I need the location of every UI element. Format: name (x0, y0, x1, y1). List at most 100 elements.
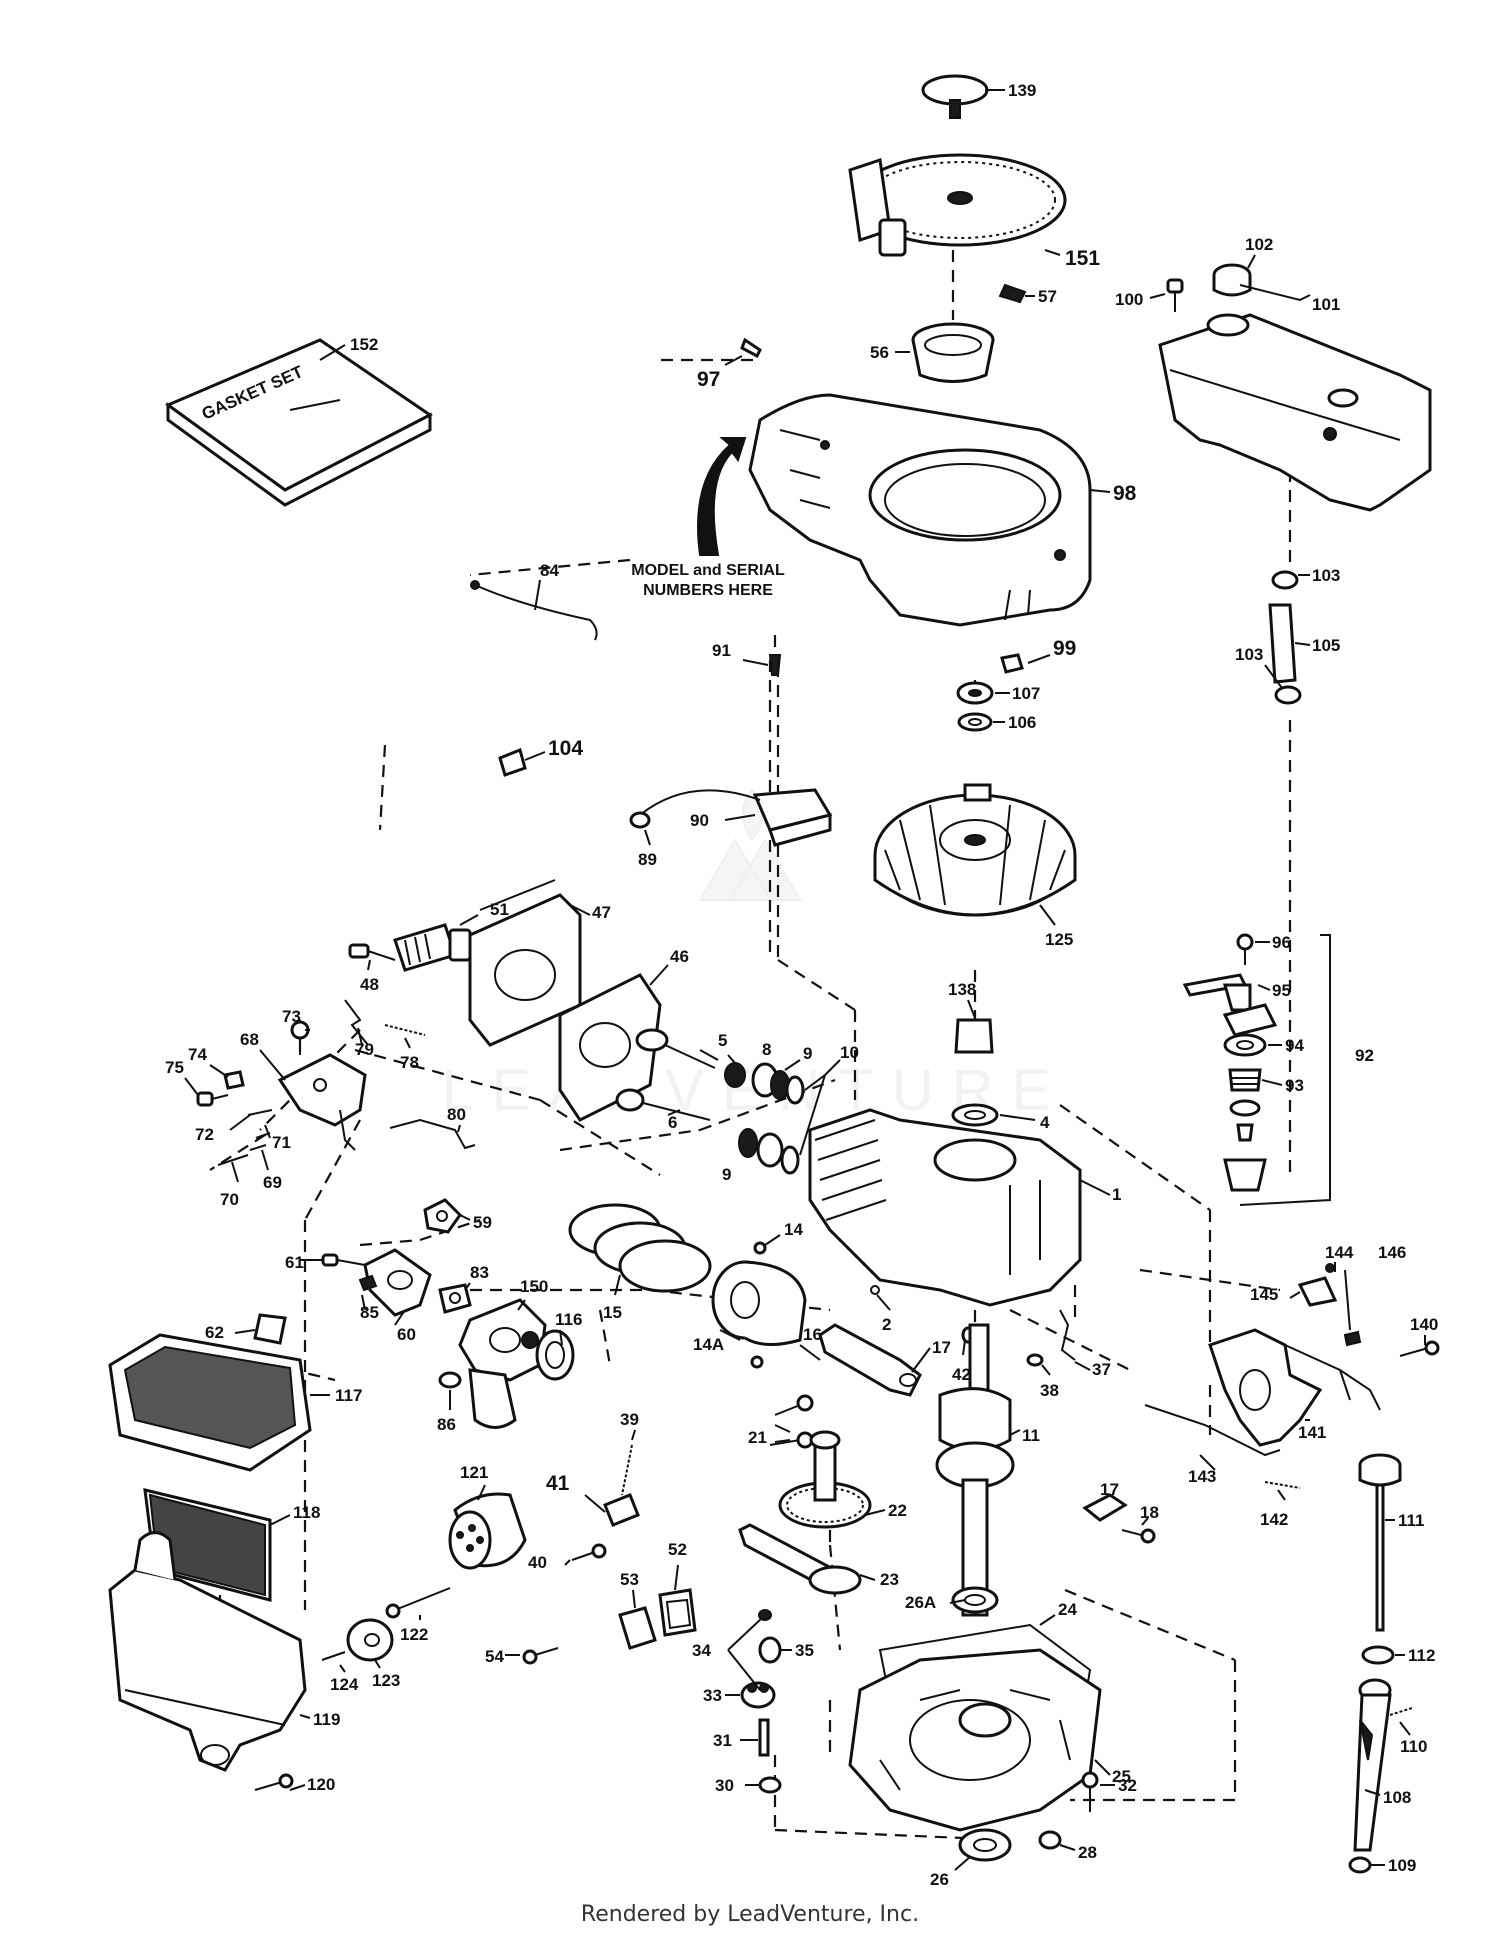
part-plug-28 (1038, 1830, 1062, 1850)
callout-15: 15 (603, 1303, 622, 1322)
part-seal-26 (958, 1828, 1012, 1862)
callout-99: 99 (1053, 637, 1076, 660)
callout-142: 142 (1260, 1510, 1288, 1529)
callout-31: 31 (713, 1731, 732, 1750)
callout-109: 109 (1388, 1856, 1416, 1875)
callout-151: 151 (1065, 247, 1100, 270)
part-governor-bracket-141 (1208, 1328, 1381, 1447)
part-cup-56 (911, 322, 995, 383)
callout-56: 56 (870, 343, 889, 362)
callout-11: 11 (1022, 1426, 1040, 1445)
part-air-cleaner-base-119 (108, 1531, 307, 1772)
callout-37: 37 (1092, 1360, 1111, 1379)
part-fuel-tank-101 (1158, 313, 1432, 512)
callout-104: 104 (548, 737, 583, 760)
part-dipstick-111 (1358, 1453, 1402, 1632)
part-screw-96 (1236, 933, 1254, 965)
part-oring-109 (1348, 1856, 1372, 1874)
part-bracket-68 (277, 1053, 367, 1151)
callout-18: 18 (1140, 1503, 1159, 1522)
callout-53: 53 (620, 1570, 639, 1589)
callout-75: 75 (165, 1058, 184, 1077)
callout-33: 33 (703, 1686, 722, 1705)
part-oil-pump-33 (740, 1681, 776, 1709)
part-rewind-starter-151 (848, 153, 1067, 257)
part-screw-72 (247, 1109, 273, 1116)
callout-150: 150 (520, 1277, 548, 1296)
part-fuel-line-105 (1268, 603, 1297, 684)
callout-4: 4 (1040, 1113, 1050, 1132)
part-screw-73 (290, 1020, 310, 1055)
callout-111: 111 (1398, 1511, 1425, 1530)
part-screw-124 (321, 1651, 346, 1661)
callout-51: 51 (490, 900, 509, 919)
callout-98: 98 (1113, 482, 1137, 505)
part-pin-clip-14A (750, 1355, 764, 1369)
part-terminal-104 (498, 747, 527, 777)
callout-80: 80 (447, 1105, 466, 1124)
part-gasket-52 (658, 1588, 697, 1637)
part-intake-60 (363, 1248, 432, 1317)
callout-107: 107 (1012, 684, 1040, 703)
part-valve-spring-9a (751, 1062, 790, 1100)
part-screw-110 (1389, 1707, 1413, 1716)
callout-139: 139 (1008, 81, 1036, 100)
callout-32: 32 (1118, 1776, 1137, 1795)
part-nut-107 (956, 681, 994, 705)
callout-25: 25 (1112, 1767, 1131, 1786)
part-fill-tube-108 (1353, 1678, 1392, 1852)
callout-22: 22 (888, 1501, 907, 1520)
part-cam-23 (738, 1523, 862, 1595)
callout-26: 26 (930, 1870, 949, 1889)
callout-39: 39 (620, 1410, 639, 1429)
part-flywheel-125 (873, 783, 1077, 917)
part-gasket-83 (438, 1283, 472, 1314)
callout-144: 144 (1325, 1243, 1354, 1262)
callout-141: 141 (1298, 1423, 1326, 1442)
part-head-gasket-46 (558, 973, 662, 1122)
callout-35: 35 (795, 1641, 814, 1660)
part-ignition-module-90 (639, 788, 833, 847)
callout-94: 94 (1285, 1036, 1304, 1055)
callout-78: 78 (400, 1053, 419, 1072)
part-retainer-10 (780, 1075, 805, 1175)
callout-79: 79 (355, 1040, 374, 1059)
part-bracket-145 (1297, 1276, 1338, 1307)
callout-52: 52 (668, 1540, 687, 1559)
part-breather-37 (1059, 1309, 1076, 1361)
callout-2: 2 (882, 1315, 891, 1334)
callout-14: 14 (784, 1220, 803, 1239)
callout-26A: 26A (905, 1593, 936, 1612)
part-spring-79 (344, 999, 369, 1046)
callout-105: 105 (1312, 636, 1340, 655)
part-connecting-rod-17 (818, 1323, 922, 1397)
callout-9a: 9 (803, 1044, 812, 1063)
part-valve-spring-9b (738, 1128, 784, 1168)
callout-86: 86 (437, 1415, 456, 1434)
part-screw-140 (1399, 1340, 1440, 1357)
part-clamp-103b (1274, 685, 1302, 705)
part-screw-75 (196, 1091, 229, 1107)
callout-57: 57 (1038, 287, 1057, 306)
callout-146: 146 (1378, 1243, 1406, 1262)
part-screw-91 (768, 654, 782, 676)
callout-59: 59 (473, 1213, 492, 1232)
callout-10: 10 (840, 1043, 859, 1062)
part-deflector-123 (346, 1618, 394, 1662)
part-spring-78 (384, 1024, 426, 1036)
part-blower-housing-98 (748, 393, 1092, 627)
footer-credit: Rendered by LeadVenture, Inc. (580, 1902, 920, 1927)
callout-143: 143 (1188, 1467, 1216, 1486)
part-screw-120 (254, 1773, 294, 1791)
callout-140: 140 (1410, 1315, 1438, 1334)
callout-123: 123 (372, 1671, 400, 1690)
callout-71: 71 (272, 1133, 291, 1152)
model-note-arrow (697, 437, 747, 556)
callout-152: 152 (350, 335, 378, 354)
callout-60: 60 (397, 1325, 416, 1344)
part-screw-40 (571, 1543, 607, 1561)
part-muffler-121 (448, 1492, 527, 1570)
callout-16: 16 (803, 1325, 822, 1344)
callout-40: 40 (528, 1553, 547, 1572)
